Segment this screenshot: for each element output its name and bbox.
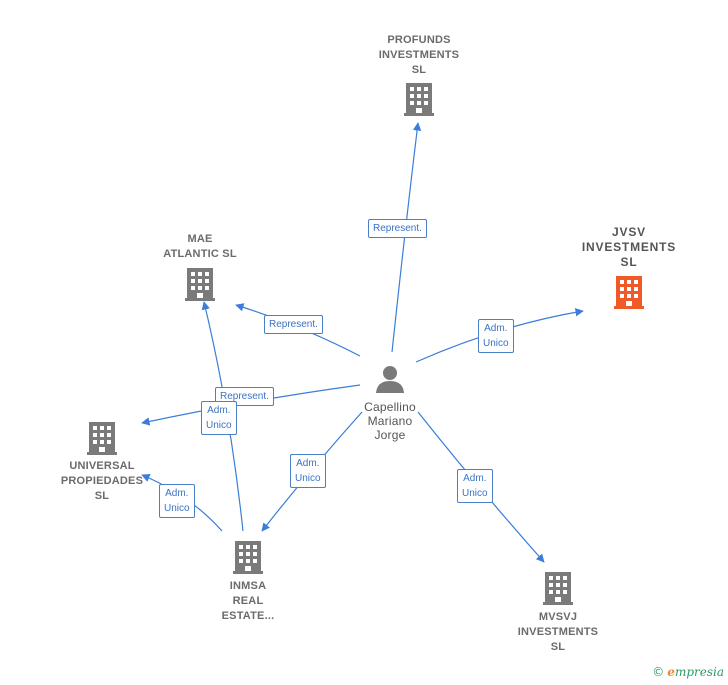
node-jvsv[interactable]: JVSV INVESTMENTS SL: [569, 225, 689, 310]
node-profunds[interactable]: PROFUNDS INVESTMENTS SL: [359, 33, 479, 117]
building-icon: [233, 541, 263, 574]
node-mvsvj-label: MVSVJ INVESTMENTS SL: [517, 611, 599, 653]
node-universal[interactable]: UNIVERSAL PROPIEDADES SL: [42, 420, 162, 504]
node-mae-label: MAE ATLANTIC SL: [163, 233, 237, 260]
brand-logo: ©empresia: [652, 665, 724, 679]
node-inmsa[interactable]: INMSA REAL ESTATE...: [188, 539, 308, 624]
brand-name: mpresia: [674, 665, 724, 679]
node-mae[interactable]: MAE ATLANTIC SL: [140, 232, 260, 302]
node-universal-label: UNIVERSAL PROPIEDADES SL: [60, 460, 144, 502]
building-icon: [87, 422, 117, 455]
edge-label-inmsa-to-universal[interactable]: Adm. Unico: [159, 484, 195, 518]
building-icon: [185, 268, 215, 301]
building-icon: [543, 572, 573, 605]
edge-label-to-mae[interactable]: Represent.: [264, 315, 323, 334]
node-inmsa-label: INMSA REAL ESTATE...: [221, 580, 275, 622]
person-icon: [376, 366, 404, 393]
building-icon: [404, 83, 434, 116]
node-jvsv-label: JVSV INVESTMENTS SL: [581, 225, 677, 269]
node-center-person[interactable]: Capellino Mariano Jorge: [342, 364, 438, 442]
edge-label-to-jvsv[interactable]: Adm. Unico: [478, 319, 514, 353]
edge-label-to-inmsa[interactable]: Adm. Unico: [290, 454, 326, 488]
edge-label-to-mvsvj[interactable]: Adm. Unico: [457, 469, 493, 503]
node-center-label: Capellino Mariano Jorge: [364, 400, 416, 442]
edge-label-inmsa-to-mae[interactable]: Adm. Unico: [201, 401, 237, 435]
node-mvsvj[interactable]: MVSVJ INVESTMENTS SL: [498, 570, 618, 655]
edge-label-to-profunds[interactable]: Represent.: [368, 219, 427, 238]
node-profunds-label: PROFUNDS INVESTMENTS SL: [378, 34, 460, 76]
copyright-icon: ©: [652, 665, 665, 679]
brand-initial: e: [667, 665, 675, 679]
building-icon: [614, 276, 644, 309]
